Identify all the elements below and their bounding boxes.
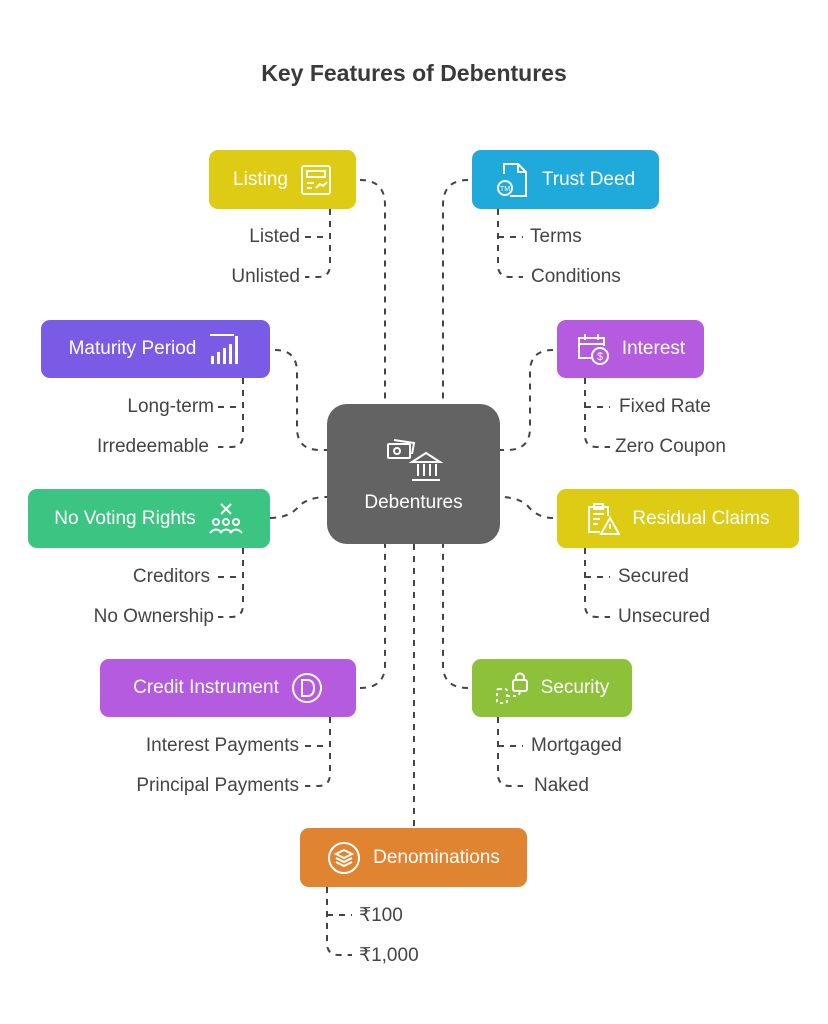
calendar-dollar-icon: $ — [577, 334, 609, 365]
sub-item: Secured — [618, 566, 689, 587]
feature-label: Residual Claims — [632, 507, 770, 529]
feature-no-voting-rights[interactable]: No Voting Rights — [28, 489, 270, 548]
feature-denominations[interactable]: Denominations — [300, 828, 527, 887]
sub-item: ₹1,000 — [359, 945, 419, 966]
lock-icon — [495, 672, 528, 704]
svg-text:TM: TM — [500, 186, 510, 193]
sub-item: Listed — [249, 226, 300, 247]
sub-item: Terms — [530, 226, 582, 247]
center-node-debentures: Debentures — [327, 404, 500, 544]
feature-trust-deed[interactable]: TM Trust Deed — [472, 150, 659, 209]
center-label: Debentures — [364, 492, 463, 513]
sub-item: Fixed Rate — [619, 396, 711, 417]
sub-item: Unlisted — [231, 266, 300, 287]
feature-maturity-period[interactable]: Maturity Period — [41, 320, 270, 378]
sub-item: Long-term — [127, 396, 214, 417]
svg-text:$: $ — [597, 351, 603, 363]
sub-item: ₹100 — [359, 905, 403, 926]
feature-label: Denominations — [373, 846, 500, 868]
no-people-icon — [209, 502, 243, 534]
sub-item: Unsecured — [618, 606, 710, 627]
feature-label: No Voting Rights — [54, 507, 196, 529]
feature-listing[interactable]: Listing — [209, 150, 356, 209]
diagram-title: Key Features of Debentures — [261, 60, 567, 86]
sub-item: Interest Payments — [145, 735, 299, 756]
sub-item: Mortgaged — [531, 735, 622, 756]
trademark-document-icon: TM — [496, 162, 527, 197]
clipboard-warning-icon — [588, 502, 621, 535]
feature-label: Maturity Period — [68, 338, 197, 359]
feature-label: Interest — [621, 338, 686, 359]
d-coin-icon — [291, 673, 322, 703]
feature-residual-claims[interactable]: Residual Claims — [557, 489, 799, 548]
sub-item: Zero Coupon — [615, 436, 726, 457]
feature-credit-instrument[interactable]: Credit Instrument — [100, 659, 356, 717]
feature-label: Trust Deed — [541, 168, 636, 190]
feature-label: Credit Instrument — [133, 677, 279, 698]
money-bank-icon — [386, 439, 443, 481]
layers-icon — [328, 841, 361, 874]
sub-item: No Ownership — [93, 606, 214, 627]
feature-label: Security — [540, 677, 610, 698]
sub-item: Principal Payments — [136, 775, 299, 796]
sub-item: Naked — [534, 775, 589, 796]
listing-chart-icon — [300, 164, 331, 195]
sub-item: Conditions — [531, 266, 621, 287]
feature-label: Listing — [233, 168, 288, 190]
bar-chart-icon — [210, 334, 239, 364]
sub-item: Irredeemable — [97, 436, 209, 457]
sub-item: Creditors — [132, 566, 210, 587]
feature-interest[interactable]: $ Interest — [557, 320, 704, 378]
feature-security[interactable]: Security — [472, 659, 632, 717]
